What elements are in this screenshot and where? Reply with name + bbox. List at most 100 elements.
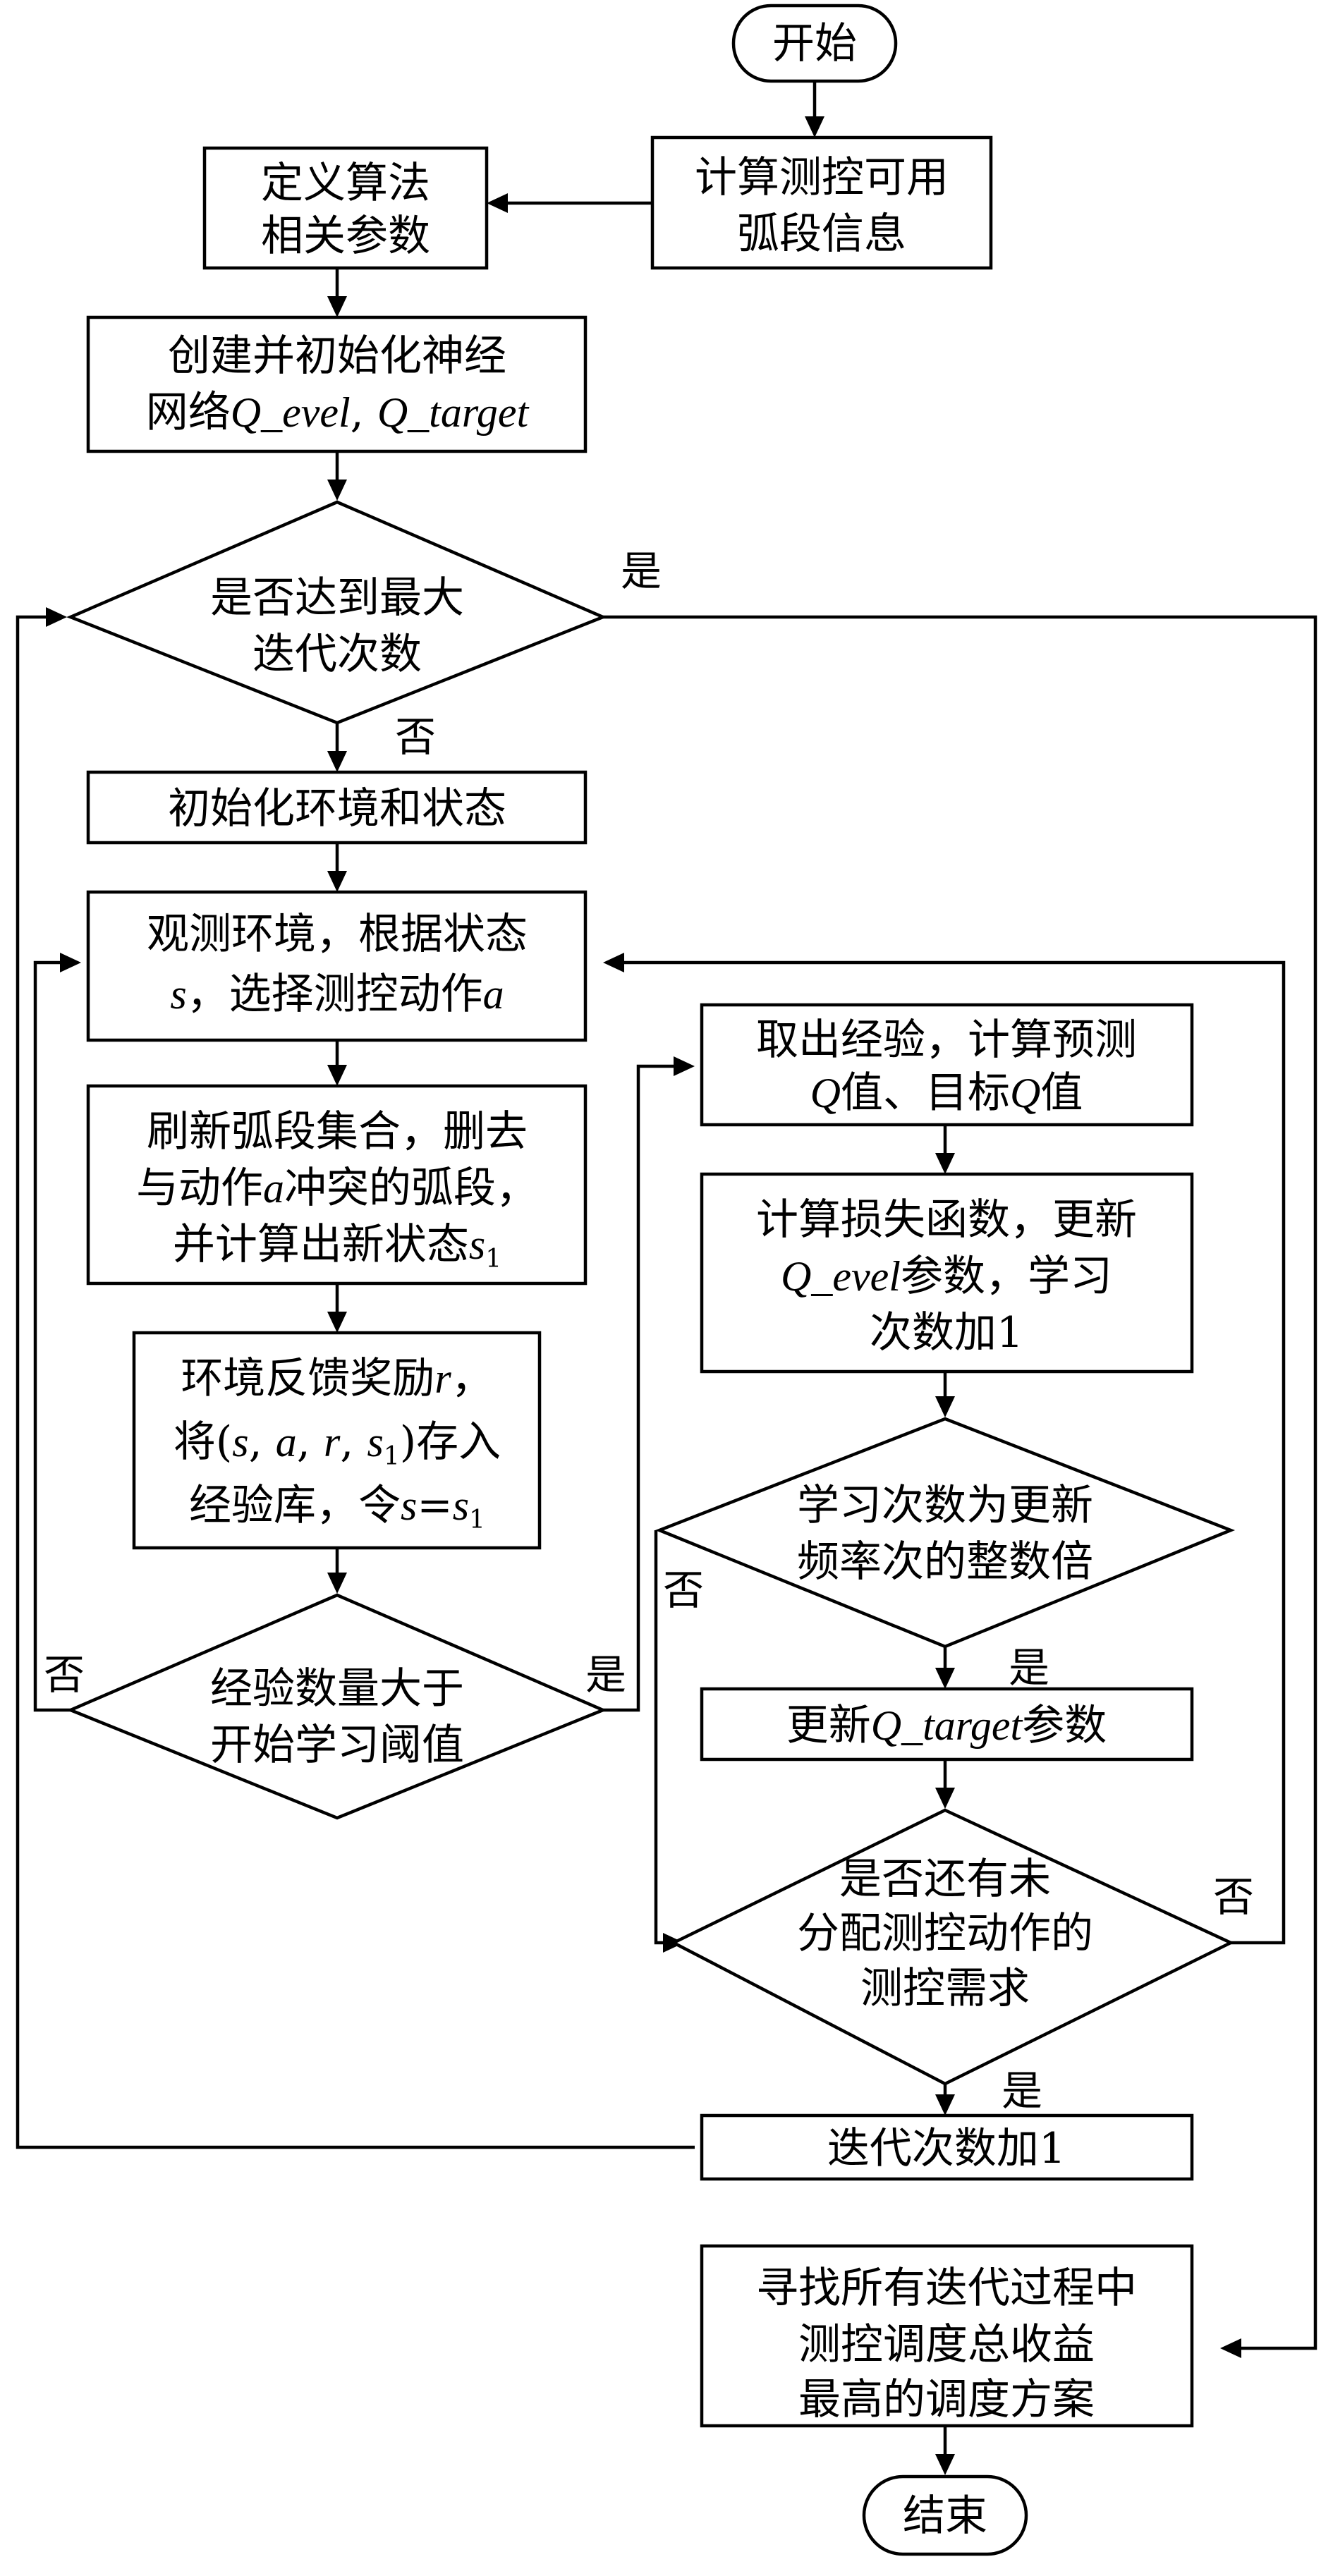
init-env-label: 初始化环境和状态 — [168, 784, 506, 834]
freq-line-1: 学习次数为更新 — [797, 1481, 1093, 1530]
assign-s1-sub: 1 — [469, 1506, 485, 1534]
loss-line-1: 计算损失函数，更新 — [756, 1195, 1137, 1245]
create-net-line-2: 网络Q_evel, Q_target — [146, 388, 530, 437]
exp-check-yes-label: 是 — [585, 1651, 626, 1699]
loss-line-2-text: 参数，学习 — [901, 1252, 1112, 1301]
reward-line-1-text: 环境反馈奖励 — [181, 1354, 434, 1403]
reward-r-symbol: r — [434, 1355, 451, 1402]
start-node: 开始 — [731, 4, 898, 83]
reward-line-2: 将(s, a, r, s1)存入 — [174, 1417, 501, 1471]
iteration-increment-box: 迭代次数加1 — [700, 2113, 1194, 2181]
refresh-line-2-prefix: 与动作 — [136, 1164, 263, 1213]
create-net-line-1: 创建并初始化神经 — [168, 331, 506, 381]
update-q-target-symbol: Q_target — [871, 1702, 1023, 1749]
action-a-symbol: a — [483, 971, 504, 1018]
reward-line-2-open: 将( — [174, 1417, 232, 1467]
arrowheads — [46, 116, 1241, 2475]
remaining-demand-decision: 是否还有未 分配测控动作的 测控需求 — [669, 1808, 1235, 2086]
remaining-line-3: 测控需求 — [860, 1964, 1030, 2013]
observe-line-2-text: ，选择测控动作 — [187, 970, 483, 1019]
update-target-prefix: 更新 — [786, 1701, 871, 1750]
sample-line-1: 取出经验，计算预测 — [756, 1015, 1137, 1065]
s1-sub: 1 — [485, 1245, 501, 1274]
define-params-line-1: 定义算法 — [261, 159, 430, 208]
reward-line-3: 经验库，令s=s1 — [189, 1481, 485, 1534]
update-target-suffix: 参数 — [1022, 1701, 1107, 1750]
refresh-box: 刷新弧段集合，删去 与动作a冲突的弧段， 并计算出新状态s1 — [86, 1084, 588, 1286]
end-label: 结束 — [903, 2491, 987, 2541]
observe-line-1: 观测环境，根据状态 — [147, 910, 528, 959]
find-best-line-3: 最高的调度方案 — [798, 2375, 1095, 2424]
calc-arc-line-1: 计算测控可用 — [695, 153, 949, 202]
tuple-s: s — [232, 1419, 248, 1465]
find-best-line-2: 测控调度总收益 — [798, 2320, 1095, 2369]
exp-check-line-2: 开始学习阈值 — [210, 1721, 464, 1770]
create-network-box: 创建并初始化神经 网络Q_evel, Q_target — [86, 315, 588, 453]
loss-line-2: Q_evel参数，学习 — [781, 1252, 1112, 1301]
end-node: 结束 — [862, 2474, 1028, 2556]
loss-q-evel-symbol: Q_evel — [781, 1253, 901, 1300]
freq-no-label: 否 — [663, 1566, 704, 1614]
sample-q-symbol-1: Q — [810, 1070, 841, 1116]
loss-update-box: 计算损失函数，更新 Q_evel参数，学习 次数加1 — [700, 1172, 1194, 1374]
reward-line-2-close: )存入 — [400, 1417, 501, 1467]
assign-s1-base: s — [453, 1482, 469, 1529]
remaining-no-label: 否 — [1213, 1873, 1254, 1921]
refresh-line-3: 并计算出新状态s1 — [173, 1220, 501, 1274]
update-target-label: 更新Q_target参数 — [786, 1701, 1107, 1750]
s1-base: s — [469, 1221, 485, 1268]
connectors — [16, 81, 1317, 2468]
reward-line-3-text: 经验库，令 — [189, 1481, 401, 1530]
observe-box: 观测环境，根据状态 s，选择测控动作a — [86, 890, 588, 1042]
start-label: 开始 — [772, 19, 857, 68]
loss-line-3: 次数加1 — [870, 1308, 1023, 1357]
define-params-line-2: 相关参数 — [261, 212, 430, 261]
max-iter-line-1: 是否达到最大 — [210, 573, 464, 623]
sample-q-symbol-2: Q — [1010, 1070, 1040, 1116]
tuple-sep-1: , — [249, 1417, 276, 1467]
sample-experience-box: 取出经验，计算预测 Q值、目标Q值 — [700, 1003, 1194, 1127]
q-target-symbol: Q_target — [377, 389, 530, 436]
reward-line-1: 环境反馈奖励r， — [181, 1354, 493, 1403]
tuple-r: r — [324, 1419, 341, 1465]
assign-s: s — [401, 1482, 417, 1529]
max-iter-line-2: 迭代次数 — [252, 630, 422, 679]
freq-line-2: 频率次的整数倍 — [797, 1537, 1093, 1587]
tuple-sep-2: , — [297, 1417, 324, 1467]
exp-check-no-label: 否 — [44, 1651, 85, 1699]
freq-yes-label: 是 — [1009, 1644, 1049, 1692]
calc-arc-line-2: 弧段信息 — [737, 209, 906, 259]
find-best-line-1: 寻找所有迭代过程中 — [756, 2264, 1137, 2313]
update-target-box: 更新Q_target参数 — [700, 1687, 1194, 1762]
observe-line-2: s，选择测控动作a — [170, 970, 504, 1019]
reward-box: 环境反馈奖励r， 将(s, a, r, s1)存入 经验库，令s=s1 — [132, 1331, 542, 1550]
tuple-a: a — [276, 1419, 297, 1465]
max-iteration-decision: 是否达到最大 迭代次数 — [66, 500, 607, 725]
reward-line-1-comma: ， — [451, 1354, 494, 1403]
calc-arc-info-box: 计算测控可用 弧段信息 — [650, 135, 993, 270]
refresh-line-2-suffix: 冲突的弧段， — [284, 1164, 538, 1213]
find-best-schedule-box: 寻找所有迭代过程中 测控调度总收益 最高的调度方案 — [700, 2244, 1194, 2428]
tuple-sep-3: , — [340, 1417, 367, 1467]
refresh-line-1: 刷新弧段集合，删去 — [147, 1107, 528, 1156]
sample-line-2-mid: 值、目标 — [841, 1068, 1010, 1118]
refresh-line-3-text: 并计算出新状态 — [173, 1220, 469, 1269]
q-evel-symbol: Q_evel — [231, 389, 351, 436]
create-net-separator: , — [351, 388, 377, 437]
exp-check-line-1: 经验数量大于 — [210, 1664, 464, 1714]
experience-threshold-decision: 经验数量大于 开始学习阈值 — [66, 1593, 607, 1820]
refresh-line-2: 与动作a冲突的弧段， — [136, 1164, 538, 1213]
update-frequency-decision: 学习次数为更新 频率次的整数倍 — [655, 1417, 1236, 1649]
sample-line-2: Q值、目标Q值 — [810, 1068, 1083, 1118]
remaining-line-2: 分配测控动作的 — [797, 1909, 1093, 1958]
remaining-line-1: 是否还有未 — [839, 1855, 1051, 1904]
tuple-s1-base: s — [367, 1419, 383, 1465]
max-iter-no-label: 否 — [395, 713, 436, 761]
remaining-yes-label: 是 — [1002, 2067, 1042, 2115]
refresh-action-a-symbol: a — [263, 1165, 284, 1211]
sample-line-2-end: 值 — [1040, 1068, 1083, 1118]
create-net-line-2-prefix: 网络 — [146, 388, 231, 437]
max-iter-yes-label: 是 — [621, 547, 662, 595]
init-env-box: 初始化环境和状态 — [86, 770, 588, 845]
